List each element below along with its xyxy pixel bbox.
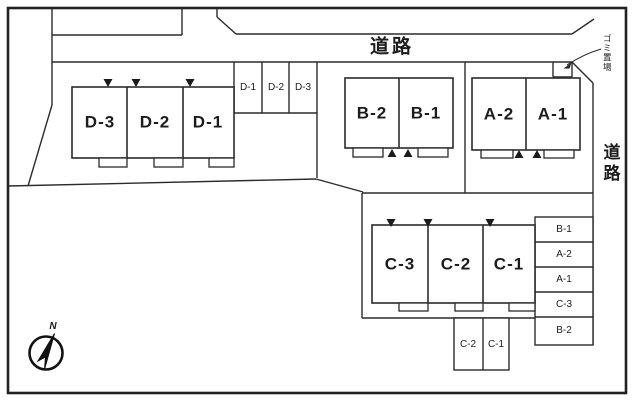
road-label-top: 道路 — [369, 36, 415, 58]
compass-icon — [28, 333, 64, 371]
building-label-c1: C-1 — [493, 254, 525, 274]
building-label-b2: B-2 — [356, 103, 388, 123]
a-buildings-outline — [471, 77, 581, 151]
building-label-d2: D-2 — [139, 112, 171, 132]
parking-label-d2: D-2 — [267, 82, 285, 93]
parking-label-d3: D-3 — [294, 82, 312, 93]
b-entrance-steps — [352, 147, 449, 158]
road-label-right: 道路 — [600, 143, 620, 185]
building-label-c2: C-2 — [440, 254, 472, 274]
a-entrance-steps — [480, 149, 575, 159]
stack-label-a1: A-1 — [556, 274, 572, 285]
parking-label-c1: C-1 — [487, 339, 505, 350]
building-label-d3: D-3 — [84, 112, 116, 132]
garbage-arrow — [563, 48, 602, 69]
building-label-a1: A-1 — [537, 104, 569, 124]
parking-stack — [534, 216, 594, 346]
building-label-d1: D-1 — [192, 112, 224, 132]
stack-label-a2: A-2 — [556, 249, 572, 260]
building-label-a2: A-2 — [483, 104, 515, 124]
garbage-area-label: ゴミ置場 — [602, 34, 613, 72]
stack-label-b2: B-2 — [556, 325, 572, 336]
parking-lower — [453, 317, 510, 371]
entrance-marker-triangles — [103, 79, 542, 227]
building-label-c3: C-3 — [384, 254, 416, 274]
d-entrance-steps — [98, 157, 235, 168]
stack-label-b1: B-1 — [556, 224, 572, 235]
parking-label-c2: C-2 — [459, 339, 477, 350]
stack-label-c3: C-3 — [555, 299, 573, 310]
c-buildings-outline — [371, 224, 536, 304]
parcel-lines — [7, 8, 595, 345]
building-label-b1: B-1 — [410, 103, 442, 123]
d-buildings-outline — [71, 86, 235, 159]
b-buildings-outline — [344, 77, 454, 149]
compass-north-label: N — [49, 321, 57, 332]
c-entrance-steps — [398, 302, 536, 312]
parking-label-d1: D-1 — [239, 82, 257, 93]
